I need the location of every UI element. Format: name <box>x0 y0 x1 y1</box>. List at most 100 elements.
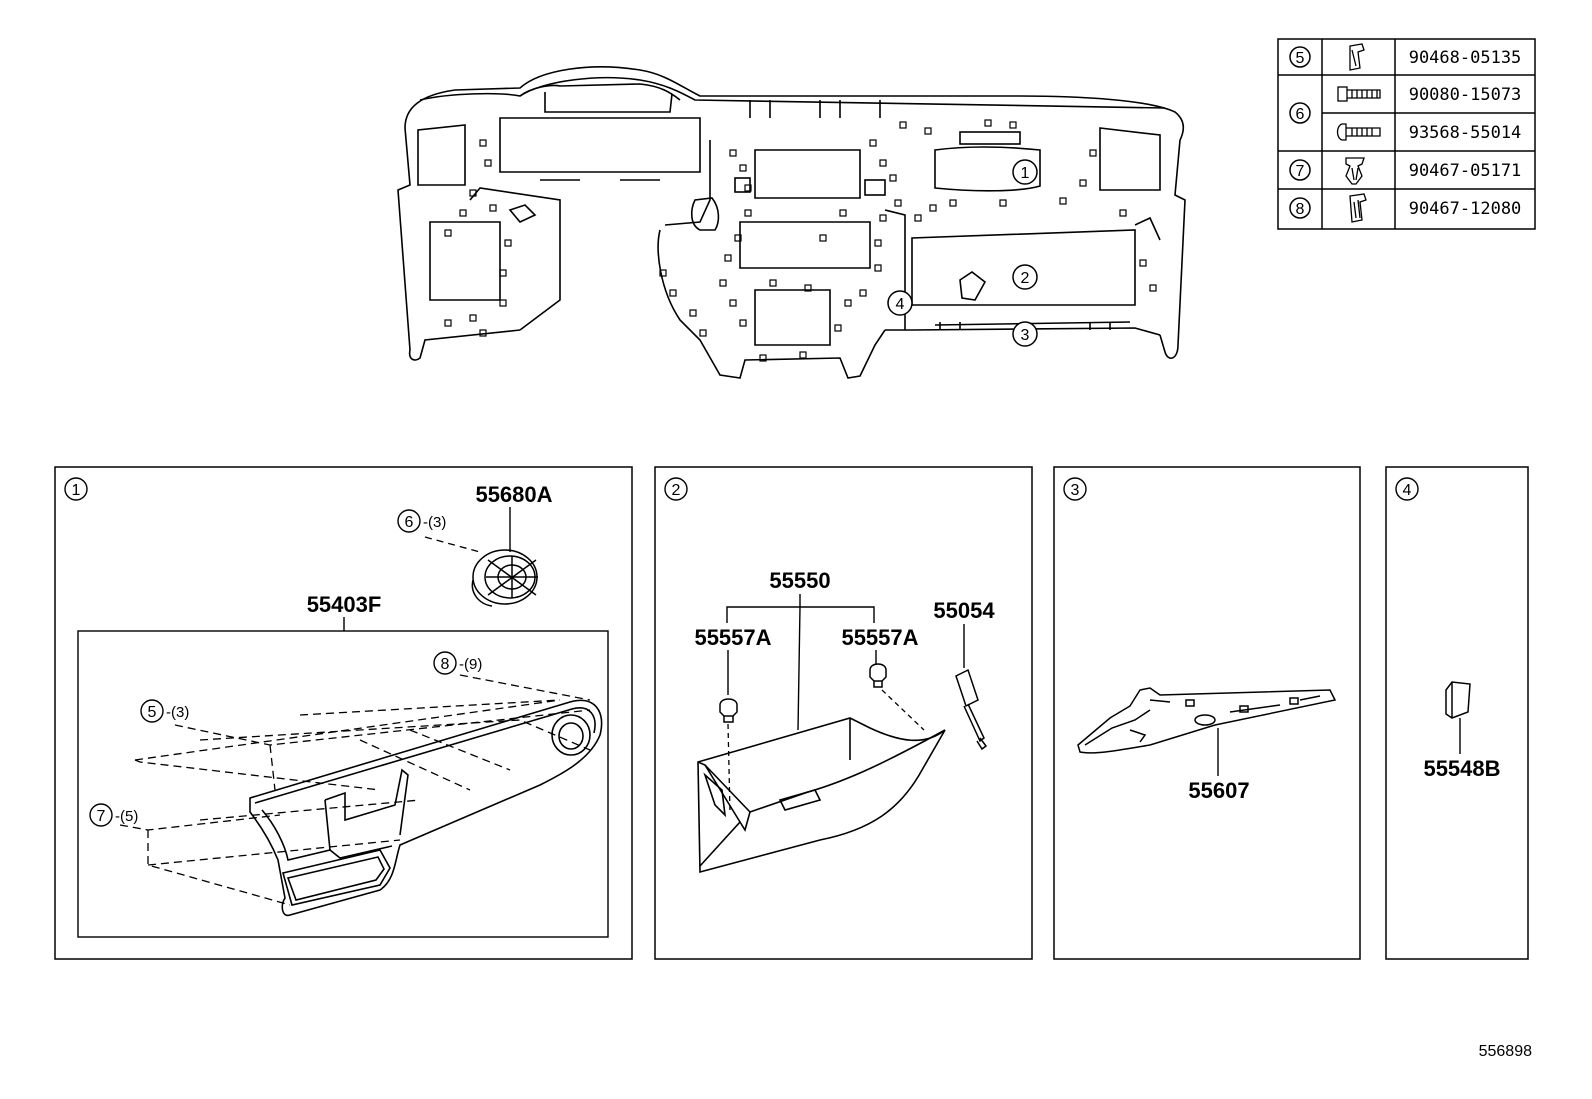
part-55550-label: 55550 <box>769 568 830 593</box>
fastener-8-ref: 8 <box>441 656 450 673</box>
clip-5-icon <box>1349 43 1365 71</box>
callout-3-label: 3 <box>1021 327 1030 344</box>
panel-clip-hole <box>869 139 877 147</box>
callout-4: 4 <box>887 290 913 316</box>
callout-2: 2 <box>1012 264 1038 290</box>
bolt-6a-icon <box>1337 86 1381 102</box>
table-ref-6: 6 <box>1296 106 1305 123</box>
panel-clip-hole <box>924 127 932 135</box>
panel-clip-hole <box>459 209 467 217</box>
part-55557A-right-label: 55557A <box>841 625 918 650</box>
callout-4-label: 4 <box>896 296 905 313</box>
panel-clip-hole <box>1139 259 1147 267</box>
clip-7-icon <box>1345 157 1365 185</box>
panel-clip-hole <box>729 149 737 157</box>
stopper-55557A-right-icon <box>869 663 887 688</box>
panel-clip-hole <box>879 159 887 167</box>
panel-clip-hole <box>984 119 992 127</box>
panel-clip-hole <box>834 324 842 332</box>
panel-clip-hole <box>444 319 452 327</box>
panel-clip-hole <box>844 299 852 307</box>
fastener-6-qty: -(3) <box>423 514 446 531</box>
panel-clip-hole <box>659 269 667 277</box>
panel-clip-hole <box>929 204 937 212</box>
panel-1: 1 55680A 6 -(3) 55403F 8 -(9) 5 -(3) 7 -… <box>54 466 633 960</box>
panel-clip-hole <box>1009 121 1017 129</box>
fastener-7-qty: -(5) <box>115 808 138 825</box>
panel-clip-hole <box>669 289 677 297</box>
table-part-90468-05135: 90468-05135 <box>1409 48 1522 68</box>
panel-2: 2 55550 55557A 55557A 55054 <box>654 466 1033 960</box>
panel-clip-hole <box>999 199 1007 207</box>
panel-clip-hole <box>479 139 487 147</box>
panel-clip-hole <box>744 184 752 192</box>
part-55680A-label: 55680A <box>475 482 552 507</box>
panel-clip-hole <box>499 299 507 307</box>
part-55054-label: 55054 <box>933 598 995 623</box>
panel-clip-hole <box>899 121 907 129</box>
fastener-6-ref: 6 <box>405 514 414 531</box>
callout-3: 3 <box>1012 321 1038 347</box>
callout-1: 1 <box>1012 159 1038 185</box>
panel-3: 3 55607 <box>1053 466 1361 960</box>
panel-clip-hole <box>949 199 957 207</box>
panel-clip-hole <box>889 174 897 182</box>
stopper-55557A-left-icon <box>719 698 738 723</box>
fastener-7-ref: 7 <box>97 808 106 825</box>
panel-clip-hole <box>689 309 697 317</box>
panel-clip-hole <box>1149 284 1157 292</box>
panel-clip-hole <box>914 214 922 222</box>
panel-clip-hole <box>769 279 777 287</box>
diagram-id: 556898 <box>1479 1043 1532 1060</box>
panel-clip-hole <box>469 189 477 197</box>
panel-clip-hole <box>699 329 707 337</box>
panel-clip-hole <box>894 199 902 207</box>
panel-clip-hole <box>504 239 512 247</box>
panel-clip-hole <box>874 264 882 272</box>
panel-clip-hole <box>484 159 492 167</box>
panel-clip-hole <box>734 234 742 242</box>
panel-clip-hole <box>819 234 827 242</box>
panel-clip-hole <box>469 314 477 322</box>
table-part-90467-12080: 90467-12080 <box>1409 199 1522 219</box>
panel-clip-hole <box>859 289 867 297</box>
panel-clip-hole <box>1119 209 1127 217</box>
fastener-table <box>1277 38 1536 230</box>
damper-55054-icon <box>955 668 988 751</box>
screw-6b-icon <box>1336 123 1381 141</box>
part-55403F-label: 55403F <box>307 592 382 617</box>
callout-2-label: 2 <box>1021 270 1030 287</box>
panel-clip-hole <box>874 239 882 247</box>
table-ref-7: 7 <box>1296 163 1305 180</box>
panel-clip-hole <box>804 284 812 292</box>
panel-clip-hole <box>729 299 737 307</box>
clip-8-icon <box>1349 193 1367 223</box>
fastener-table-text: 5 6 7 8 90468-05135 90080-15073 93568-55… <box>1296 48 1522 219</box>
panel-clip-hole <box>879 214 887 222</box>
table-ref-8: 8 <box>1296 201 1305 218</box>
panel-clip-hole <box>1089 149 1097 157</box>
part-55548B-label: 55548B <box>1423 756 1500 781</box>
under-cover-55607-icon <box>1077 687 1337 754</box>
panel-clip-hole <box>719 279 727 287</box>
panel-2-ref: 2 <box>672 482 681 499</box>
panel-clip-hole <box>444 229 452 237</box>
panel-clip-hole <box>499 269 507 277</box>
panel-clip-hole <box>799 351 807 359</box>
panel-clip-hole <box>839 209 847 217</box>
fastener-5-ref: 5 <box>148 704 157 721</box>
fastener-5-qty: -(3) <box>166 704 189 721</box>
panel-1-ref: 1 <box>72 482 81 499</box>
speaker-55680A-icon <box>471 549 538 607</box>
glovebox-panel-55403F-icon <box>249 699 603 917</box>
instrument-panel-drawing <box>397 66 1186 379</box>
panel-4-ref: 4 <box>1403 482 1412 499</box>
panel-clip-hole <box>1059 197 1067 205</box>
panel-4: 4 55548B <box>1385 466 1529 960</box>
panel-clip-hole <box>479 329 487 337</box>
panel-clip-hole <box>739 164 747 172</box>
table-ref-5: 5 <box>1296 50 1305 67</box>
panel-clip-hole <box>739 319 747 327</box>
table-part-90467-05171: 90467-05171 <box>1409 161 1522 181</box>
